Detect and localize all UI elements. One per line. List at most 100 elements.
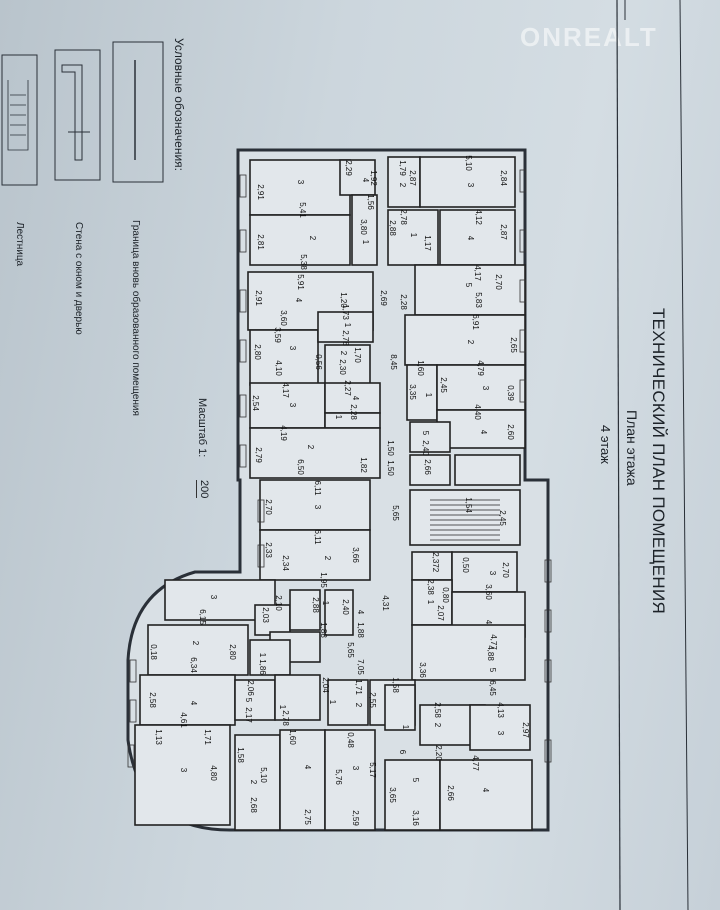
room [406,364,438,421]
room-number-label: 3 [313,505,322,510]
dimension-label: 1,17 [423,235,432,251]
legend-box-boundary [112,41,164,183]
room [451,551,518,593]
window [239,444,247,468]
dimension-label: 2,20 [434,745,443,761]
dimension-label: 3,60 [279,310,288,326]
dimension-label: 6,34 [189,657,198,673]
room-number-label: 3 [351,766,360,771]
room-number-label: 1 [258,653,267,658]
room-number-label: 4 [479,430,488,435]
dimension-label: 2,28 [399,294,408,310]
dimension-label: 2,78 [341,330,350,346]
room-number-label: 2 [249,780,258,785]
dimension-label: 2,04 [321,677,330,693]
dimension-label: 2,03 [261,607,270,623]
dimension-label: 4,79 [476,360,485,376]
dimension-label: 0,50 [461,557,470,573]
room [409,489,521,546]
dimension-label: 5,38 [299,254,308,270]
dimension-label: 2,17 [244,707,253,723]
room [419,156,516,208]
room [384,759,441,831]
dimension-label: 1,58 [391,677,400,693]
dimension-label: 6,91 [471,314,480,330]
legend-box-wall [54,49,101,181]
dimension-label: 6,15 [198,609,207,625]
window [519,329,527,353]
room-number-label: 1 [334,415,343,420]
room-number-label: 5 [244,698,253,703]
dimension-label: 2,29 [344,160,353,176]
room [327,679,369,726]
legend-box-stair [1,54,38,186]
room-number-label: 4 [356,610,365,615]
dimension-label: 2,45 [439,377,448,393]
dimension-label: 2,66 [423,459,432,475]
room-number-label: 3 [179,768,188,773]
dimension-label: 2,45 [498,510,507,526]
legend-item-boundary: Граница вновь образованного помещения [130,220,141,416]
window [239,229,247,253]
room [414,264,526,316]
window [544,659,552,683]
room [436,364,526,411]
legend-title: Условные обозначения: [172,38,186,171]
window [519,169,527,193]
floor-label: 4 этаж [598,425,613,464]
room-number-label: 4 [484,620,493,625]
room-number-label: 5 [488,668,497,673]
room-number-label: 5 [464,283,473,288]
page-title: ТЕХНИЧЕСКИЙ ПЛАН ПОМЕЩЕНИЯ [649,308,668,615]
room-number-label: 6 [398,750,407,755]
dimension-label: 2,40 [341,599,350,615]
room [139,674,236,726]
dimension-label: 2,69 [379,290,388,306]
dimension-label: 1,60 [416,360,425,376]
dimension-label: 2,78 [281,710,290,726]
dimension-label: 2,38 [426,579,435,595]
dimension-label: 7,05 [356,659,365,675]
dimension-label: 0,48 [346,732,355,748]
dimension-label: 4,17 [473,265,482,281]
dimension-label: 2,30 [338,359,347,375]
room-number-label: 1 [361,240,370,245]
room [351,194,378,266]
dimension-label: 2,34 [281,555,290,571]
dimension-label: 3,60 [484,584,493,600]
dimension-label: 0,80 [441,587,450,603]
room [324,589,354,636]
window [519,279,527,303]
dimension-label: 1,88 [356,622,365,638]
window [129,659,137,683]
room [249,639,291,676]
room-number-label: 3 [481,386,490,391]
dimension-label: 1,60 [288,729,297,745]
room [324,729,376,831]
dimension-label: 4,77 [471,755,480,771]
dimension-label: 5,76 [334,769,343,785]
room [324,344,371,386]
room [339,159,376,196]
room-number-label: 3 [288,403,297,408]
dimension-label: 2,84 [499,170,508,186]
window [239,289,247,313]
dimension-label: 3,59 [273,327,282,343]
window [257,544,265,568]
room [234,734,281,831]
dimension-label: 3,65 [388,787,397,803]
dimension-label: 4,31 [381,595,390,611]
dimension-label: 2,28 [349,404,358,420]
dimension-label: 1,70 [353,347,362,363]
room [249,427,381,479]
dimension-label: 3,36 [418,662,427,678]
dimension-label: 2,70 [494,274,503,290]
room [274,674,321,721]
dimension-label: 2,33 [264,542,273,558]
room [409,421,451,453]
dimension-label: 5,65 [391,505,400,521]
window [239,174,247,198]
room [259,479,371,531]
dimension-label: 2,81 [256,234,265,250]
window [519,379,527,403]
